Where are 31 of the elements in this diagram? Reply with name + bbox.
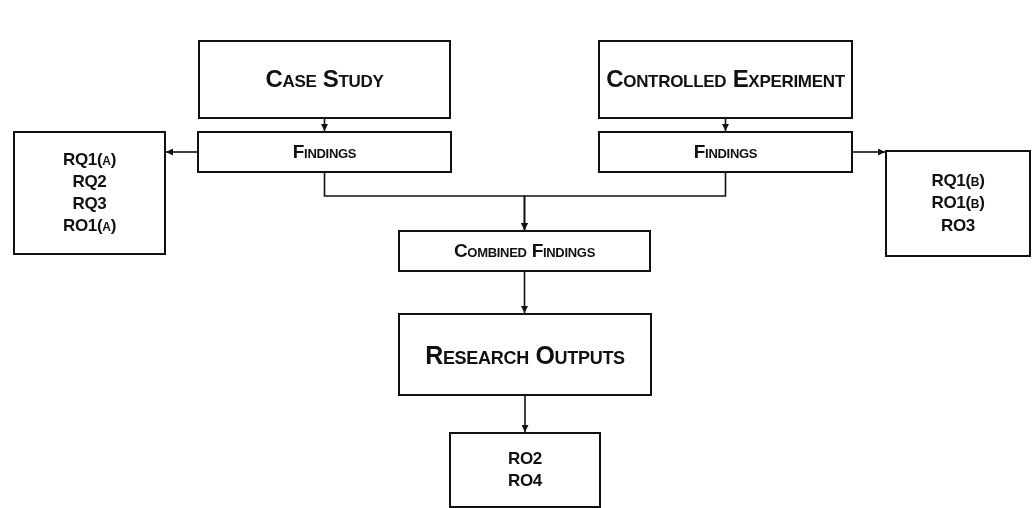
arrow bbox=[521, 395, 529, 433]
box-label: RO1(b) bbox=[931, 192, 985, 215]
process-box bbox=[398, 313, 652, 396]
process-box bbox=[598, 131, 853, 173]
arrow bbox=[722, 118, 729, 132]
box-label: Controlled Experiment bbox=[606, 65, 845, 94]
box-label: RQ2 bbox=[72, 170, 107, 193]
process-box bbox=[398, 230, 651, 272]
box-label: RQ1(a) bbox=[62, 148, 117, 171]
arrow bbox=[321, 118, 328, 132]
box-label: RO4 bbox=[507, 470, 543, 493]
arrow bbox=[521, 172, 727, 231]
box-label: Findings bbox=[292, 140, 357, 164]
output-box bbox=[885, 150, 1031, 257]
box-label: RO1(a) bbox=[62, 215, 117, 238]
box-label: Findings bbox=[693, 140, 758, 164]
process-box bbox=[198, 40, 451, 119]
box-label: RO3 bbox=[940, 214, 976, 237]
arrow bbox=[852, 148, 886, 156]
box-label: Research Outputs bbox=[425, 339, 625, 370]
box-label: RQ1(b) bbox=[931, 170, 985, 193]
arrow bbox=[165, 148, 198, 156]
process-box bbox=[598, 40, 853, 119]
box-label: Case Study bbox=[265, 65, 384, 94]
box-label: RQ3 bbox=[72, 193, 107, 215]
arrow bbox=[521, 271, 528, 314]
box-label: RO2 bbox=[507, 448, 543, 470]
output-box bbox=[13, 131, 166, 255]
box-label: Combined Findings bbox=[453, 239, 596, 263]
process-box bbox=[197, 131, 452, 173]
output-box bbox=[449, 432, 601, 508]
